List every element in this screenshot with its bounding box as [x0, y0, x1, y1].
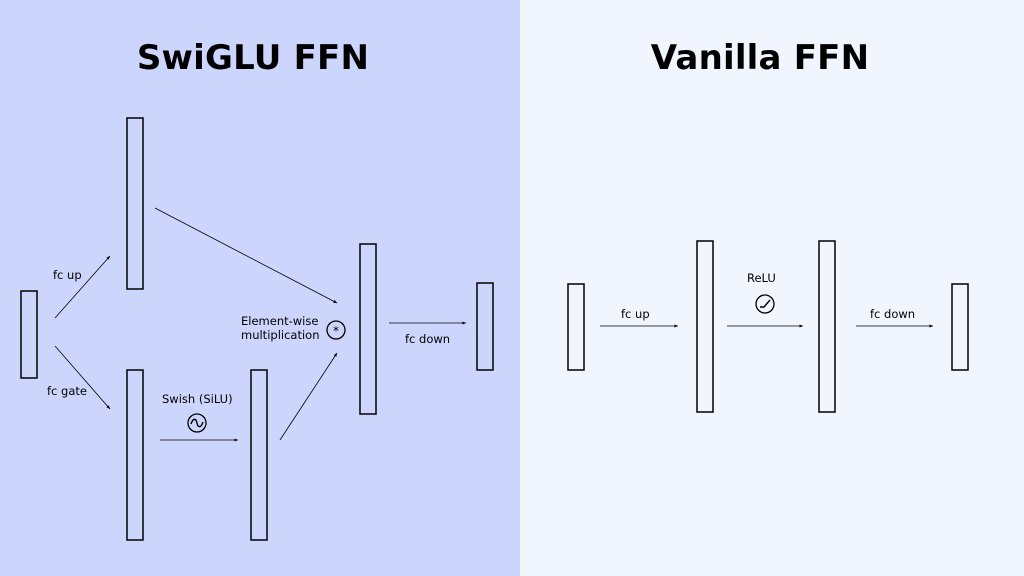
- swiglu-output-vector: [476, 282, 494, 371]
- elementwise-label-line2: multiplication: [241, 328, 319, 342]
- vanilla-panel: [520, 0, 1024, 576]
- multiply-symbol: *: [333, 324, 339, 338]
- vanilla-fc-up-label: fc up: [621, 307, 650, 321]
- fc-gate-arrow: [54, 345, 111, 410]
- activated-to-product-arrow: [279, 352, 338, 441]
- swiglu-input-vector: [20, 290, 38, 379]
- vanilla-hidden-vector: [696, 240, 714, 413]
- relu-curve-icon: [755, 294, 775, 314]
- swiglu-panel: [0, 0, 520, 576]
- up-to-product-arrow: [154, 207, 338, 304]
- vanilla-input-vector: [567, 283, 585, 371]
- swiglu-up-vector: [126, 117, 144, 290]
- swiglu-fc-down-label: fc down: [405, 332, 450, 346]
- vanilla-title: Vanilla FFN: [650, 38, 870, 78]
- vanilla-fc-down-label: fc down: [870, 307, 915, 321]
- sine-wave-icon: [187, 413, 207, 433]
- swiglu-product-vector: [359, 243, 377, 415]
- vanilla-activated-vector: [818, 240, 836, 413]
- fc-up-label: fc up: [53, 268, 82, 282]
- elementwise-label-line1: Element-wise: [241, 314, 318, 328]
- swish-label: Swish (SiLU): [162, 392, 233, 406]
- swiglu-gate-vector: [126, 369, 144, 541]
- fc-up-arrow: [54, 255, 111, 319]
- swiglu-activated-vector: [250, 369, 268, 541]
- asterisk-circle-icon: *: [326, 320, 346, 340]
- vanilla-output-vector: [951, 283, 969, 371]
- relu-label: ReLU: [747, 271, 776, 285]
- fc-gate-label: fc gate: [47, 384, 87, 398]
- swiglu-title: SwiGLU FFN: [136, 38, 370, 78]
